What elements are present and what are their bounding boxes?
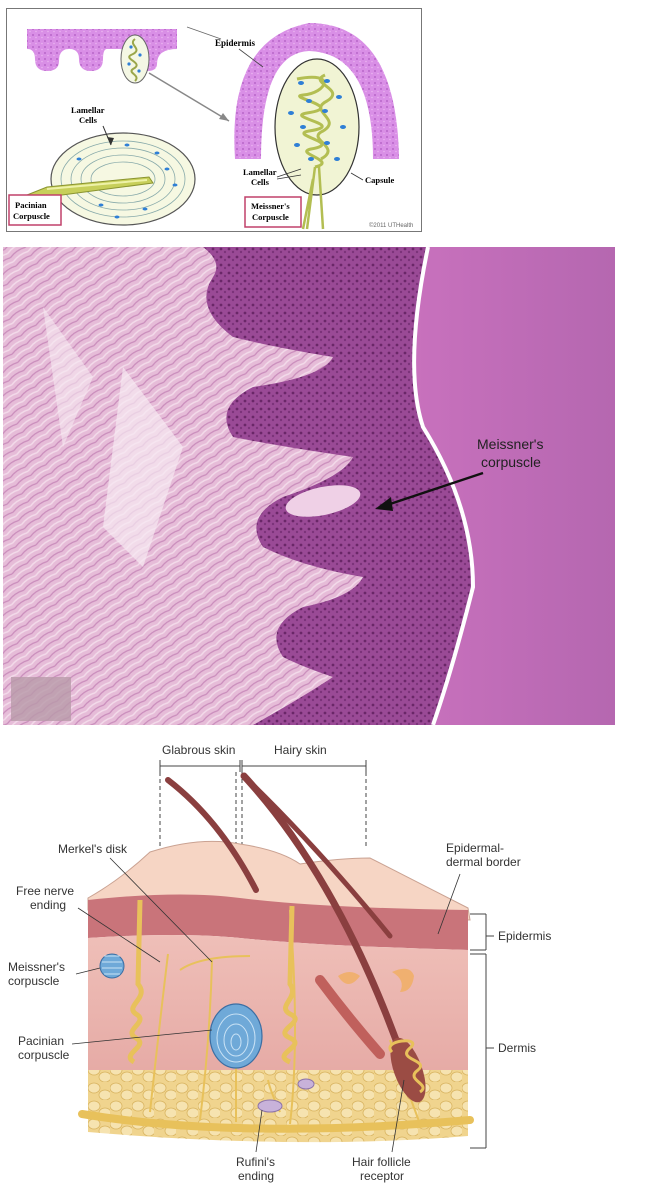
pacinian-label: Pacinian bbox=[15, 200, 47, 210]
lamellar-cells-right-label: Lamellar bbox=[243, 167, 277, 177]
rufini-ending-label-2: ending bbox=[238, 1169, 274, 1183]
scale-block bbox=[11, 677, 71, 721]
small-meissner-oval bbox=[120, 34, 150, 84]
free-nerve-ending-label: Free nerve bbox=[16, 884, 74, 898]
gland-right bbox=[392, 968, 414, 992]
micrograph-annotation-2: corpuscle bbox=[481, 454, 541, 470]
pacinian-corpuscle-label: Pacinian bbox=[18, 1034, 64, 1048]
small-meissner-nerve bbox=[128, 38, 138, 82]
meissner-corpuscle-label: Meissner's bbox=[8, 960, 65, 974]
capsule-label: Capsule bbox=[365, 175, 395, 185]
micrograph-svg: Meissner's corpuscle bbox=[3, 247, 615, 725]
epidermis-strip bbox=[27, 29, 177, 71]
main-nerve-bundle bbox=[78, 1110, 474, 1133]
meissner-nerve-coil bbox=[296, 73, 335, 169]
stratum-corneum bbox=[414, 247, 615, 725]
rufini-ending-icon bbox=[257, 1099, 283, 1113]
lamellar-cells-left-label: Lamellar bbox=[71, 105, 105, 115]
meissner-corpuscle-tissue bbox=[285, 485, 361, 517]
pacinian-corpuscle-icon bbox=[209, 1003, 263, 1069]
meissner-corpuscle-label-2: corpuscle bbox=[8, 974, 60, 988]
annotation-arrowhead bbox=[375, 497, 393, 511]
pacinian-label-2: Corpuscle bbox=[13, 211, 50, 221]
coiled-ending-left bbox=[127, 899, 144, 1065]
corpuscle-diagram-svg: Epidermis Lamellar Cells Capsule Meissne… bbox=[8, 23, 413, 230]
epidermal-dermal-border-label-2: dermal border bbox=[446, 855, 521, 869]
pacinian-corpuscle bbox=[16, 132, 196, 226]
epidermis-arch bbox=[234, 23, 399, 159]
meissner-lamellar-dots bbox=[288, 79, 346, 161]
arrector-pili-muscle bbox=[315, 975, 385, 1059]
epidermal-dermal-border-label: Epidermal- bbox=[446, 841, 504, 855]
epidermis-layer-label: Epidermis bbox=[498, 929, 551, 943]
meissner-label: Meissner's bbox=[251, 201, 290, 211]
gland-left bbox=[338, 972, 360, 984]
meissner-capsule bbox=[274, 58, 360, 196]
layer-brackets bbox=[470, 913, 494, 1149]
separation-gap bbox=[412, 247, 476, 725]
dermis-layer-label: Dermis bbox=[498, 1041, 536, 1055]
free-nerve-ending-label-2: ending bbox=[30, 898, 66, 912]
pacinian-label-box bbox=[8, 194, 62, 226]
hair-shafts bbox=[165, 772, 408, 1066]
merkels-disk-label: Merkel's disk bbox=[58, 842, 128, 856]
hair-follicle-receptor-label: Hair follicle bbox=[352, 1155, 411, 1169]
hair-follicle-receptor-label-2: receptor bbox=[360, 1169, 404, 1183]
coiled-ending-right bbox=[281, 905, 298, 1065]
meissner-label-2: Corpuscle bbox=[252, 212, 289, 222]
zoom-arrow bbox=[148, 72, 230, 122]
meissner-label-box bbox=[244, 196, 302, 228]
hair-follicle-receptor-icon bbox=[388, 1039, 425, 1094]
pacinian-corpuscle-label-2: corpuscle bbox=[18, 1048, 70, 1062]
histology-micrograph: Meissner's corpuscle bbox=[3, 247, 615, 725]
annotation-arrow bbox=[386, 471, 484, 507]
corpuscle-diagram: Epidermis Lamellar Cells Capsule Meissne… bbox=[6, 8, 422, 232]
epidermis-band bbox=[88, 894, 468, 950]
micrograph-annotation: Meissner's bbox=[477, 436, 543, 452]
lamellar-cells-right-label-2: Cells bbox=[251, 177, 270, 187]
hairy-skin-label: Hairy skin bbox=[274, 743, 327, 757]
hair-follicle bbox=[390, 1037, 426, 1103]
lamellar-cells-left-label-2: Cells bbox=[79, 115, 98, 125]
skin-receptor-diagram: Glabrous skin Hairy skin bbox=[0, 740, 658, 1200]
rufini-ending-icon-2 bbox=[297, 1078, 315, 1090]
skin-diagram-svg: Glabrous skin Hairy skin bbox=[8, 743, 551, 1183]
glabrous-skin-label: Glabrous skin bbox=[162, 743, 235, 757]
copyright-text: ©2011 UTHealth bbox=[369, 222, 413, 229]
rufini-ending-label: Rufini's bbox=[236, 1155, 275, 1169]
meissner-nerve-fibers bbox=[301, 166, 325, 230]
epidermis-label: Epidermis bbox=[215, 38, 256, 48]
skin-region-brackets bbox=[159, 760, 367, 848]
meissner-corpuscle-icon bbox=[99, 953, 125, 979]
